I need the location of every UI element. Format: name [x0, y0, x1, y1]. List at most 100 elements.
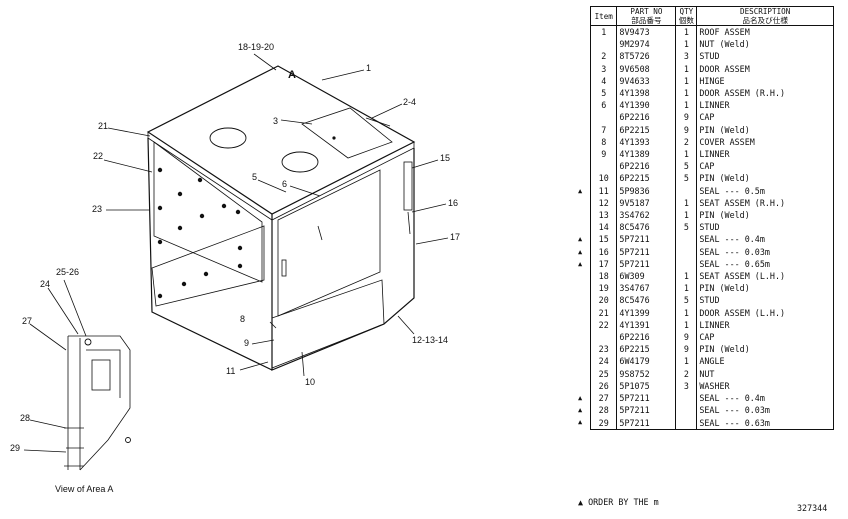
- part-no-cell: 8V9473: [616, 25, 677, 39]
- area-marker-a: A: [288, 69, 296, 81]
- qty-cell: 5: [675, 172, 698, 185]
- part-no-cell: 6P2216: [616, 111, 677, 124]
- description-cell: SEAL --- 0.03m: [696, 404, 834, 417]
- qty-cell: 1: [675, 355, 698, 368]
- header-description: DESCRIPTION 品名及び仕様: [696, 6, 834, 26]
- callout-2-4: 2-4: [403, 97, 416, 107]
- item-cell: [589, 111, 618, 124]
- qty-cell: 1: [675, 196, 698, 210]
- item-cell: 3: [589, 62, 618, 75]
- part-no-cell: 5P7211: [616, 392, 677, 405]
- order-by-meter-mark: ▲: [578, 259, 583, 268]
- description-cell: STUD: [696, 50, 834, 63]
- part-no-cell: 8C5476: [616, 221, 677, 234]
- qty-cell: 3: [675, 50, 698, 63]
- qty-cell: 1: [675, 282, 698, 295]
- description-cell: SEAL --- 0.4m: [696, 392, 834, 405]
- qty-cell: 9: [675, 343, 698, 356]
- qty-cell: 1: [675, 270, 698, 283]
- lower-cover: [271, 279, 385, 369]
- callout-21: 21: [98, 121, 108, 131]
- table-header: Item PART NO 部品番号 QTY 個数 DESCRIPTION 品名及…: [589, 6, 834, 26]
- item-cell: [589, 160, 618, 173]
- right-door: [277, 169, 381, 317]
- callout-11: 11: [226, 366, 235, 376]
- item-cell: 28: [589, 404, 618, 417]
- part-no-cell: 5P7211: [616, 233, 677, 246]
- item-cell: 21: [589, 306, 618, 319]
- part-no-cell: 8T5726: [616, 50, 677, 63]
- part-no-cell: 8C5476: [616, 294, 677, 307]
- description-cell: DOOR ASSEM: [696, 62, 834, 75]
- description-cell: LINNER: [696, 99, 834, 112]
- description-cell: CAP: [696, 160, 834, 173]
- item-cell: 18: [589, 270, 618, 283]
- item-cell: [589, 38, 618, 51]
- description-cell: ANGLE: [696, 355, 834, 368]
- qty-cell: 9: [675, 111, 698, 124]
- description-cell: CAP: [696, 331, 834, 344]
- header-item: Item: [589, 6, 618, 26]
- callout-22: 22: [93, 151, 103, 161]
- qty-cell: 1: [675, 148, 698, 161]
- item-cell: 13: [589, 209, 618, 222]
- part-no-cell: 4Y1393: [616, 135, 677, 149]
- description-cell: NUT (Weld): [696, 38, 834, 51]
- part-no-cell: 5P1075: [616, 379, 677, 393]
- qty-cell: 5: [675, 221, 698, 234]
- part-no-cell: 4Y1398: [616, 87, 677, 100]
- header-part-no-en: PART NO: [630, 7, 663, 17]
- description-cell: PIN (Weld): [696, 172, 834, 185]
- description-cell: PIN (Weld): [696, 282, 834, 295]
- item-cell: [589, 331, 618, 344]
- view-of-area-a-label: View of Area A: [55, 484, 114, 494]
- item-cell: 27: [589, 392, 618, 405]
- item-cell: 15: [589, 233, 618, 246]
- qty-cell: 5: [675, 160, 698, 173]
- callout-5: 5: [252, 172, 257, 182]
- order-by-meter-mark: ▲: [578, 394, 583, 402]
- part-no-cell: 6W309: [616, 270, 677, 283]
- item-cell: 9: [589, 148, 618, 161]
- description-cell: SEAL --- 0.65m: [696, 257, 834, 271]
- item-cell: 1: [589, 25, 618, 39]
- item-cell: 16: [589, 245, 618, 258]
- item-cell: 8: [589, 135, 618, 149]
- callout-25-26: 25-26: [56, 267, 79, 277]
- callout-18-19-20: 18-19-20: [238, 42, 274, 52]
- item-cell: 24: [589, 355, 618, 368]
- callout-6: 6: [282, 179, 287, 189]
- order-by-meter-mark: ▲: [578, 247, 583, 256]
- header-qty-ja: 個数: [678, 16, 694, 25]
- description-cell: LINNER: [696, 318, 834, 332]
- item-cell: 22: [589, 318, 618, 332]
- detail-view-a: [64, 335, 131, 471]
- qty-cell: [675, 392, 698, 405]
- qty-cell: [675, 257, 698, 271]
- qty-cell: [675, 233, 698, 246]
- item-cell: 23: [589, 343, 618, 356]
- cab-body: [146, 65, 416, 371]
- callout-24: 24: [40, 279, 50, 289]
- qty-cell: 9: [675, 331, 698, 344]
- part-no-cell: 6P2215: [616, 123, 677, 136]
- part-no-cell: 4Y1391: [616, 318, 677, 332]
- item-cell: 12: [589, 196, 618, 210]
- leader-lines: [23, 53, 449, 453]
- order-by-meter-mark: ▲: [578, 406, 583, 415]
- qty-cell: 1: [675, 25, 698, 39]
- item-cell: 29: [589, 416, 618, 430]
- callout-8: 8: [240, 314, 245, 324]
